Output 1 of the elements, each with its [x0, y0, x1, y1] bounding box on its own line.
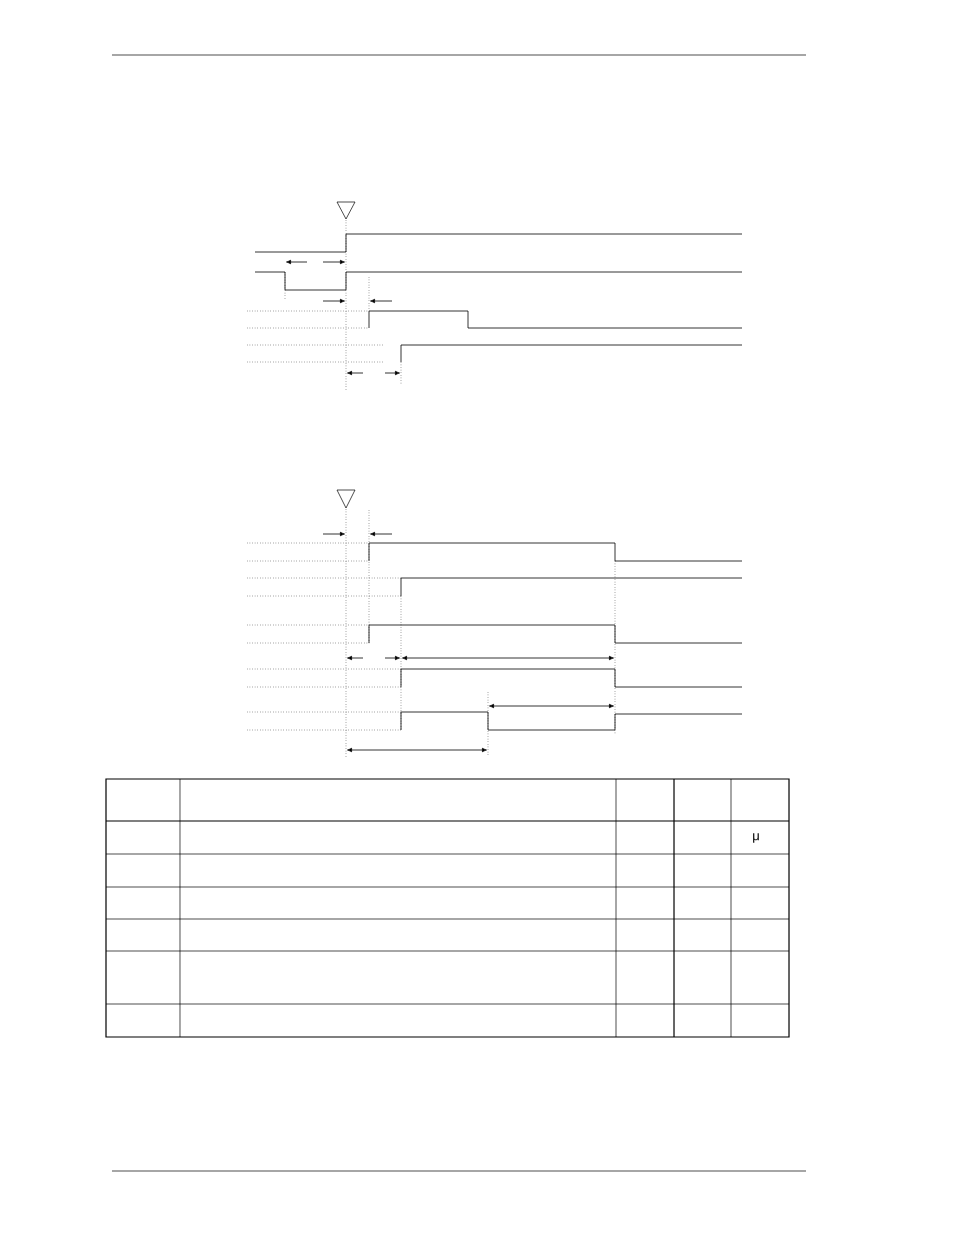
- unit-text: μ: [753, 833, 759, 843]
